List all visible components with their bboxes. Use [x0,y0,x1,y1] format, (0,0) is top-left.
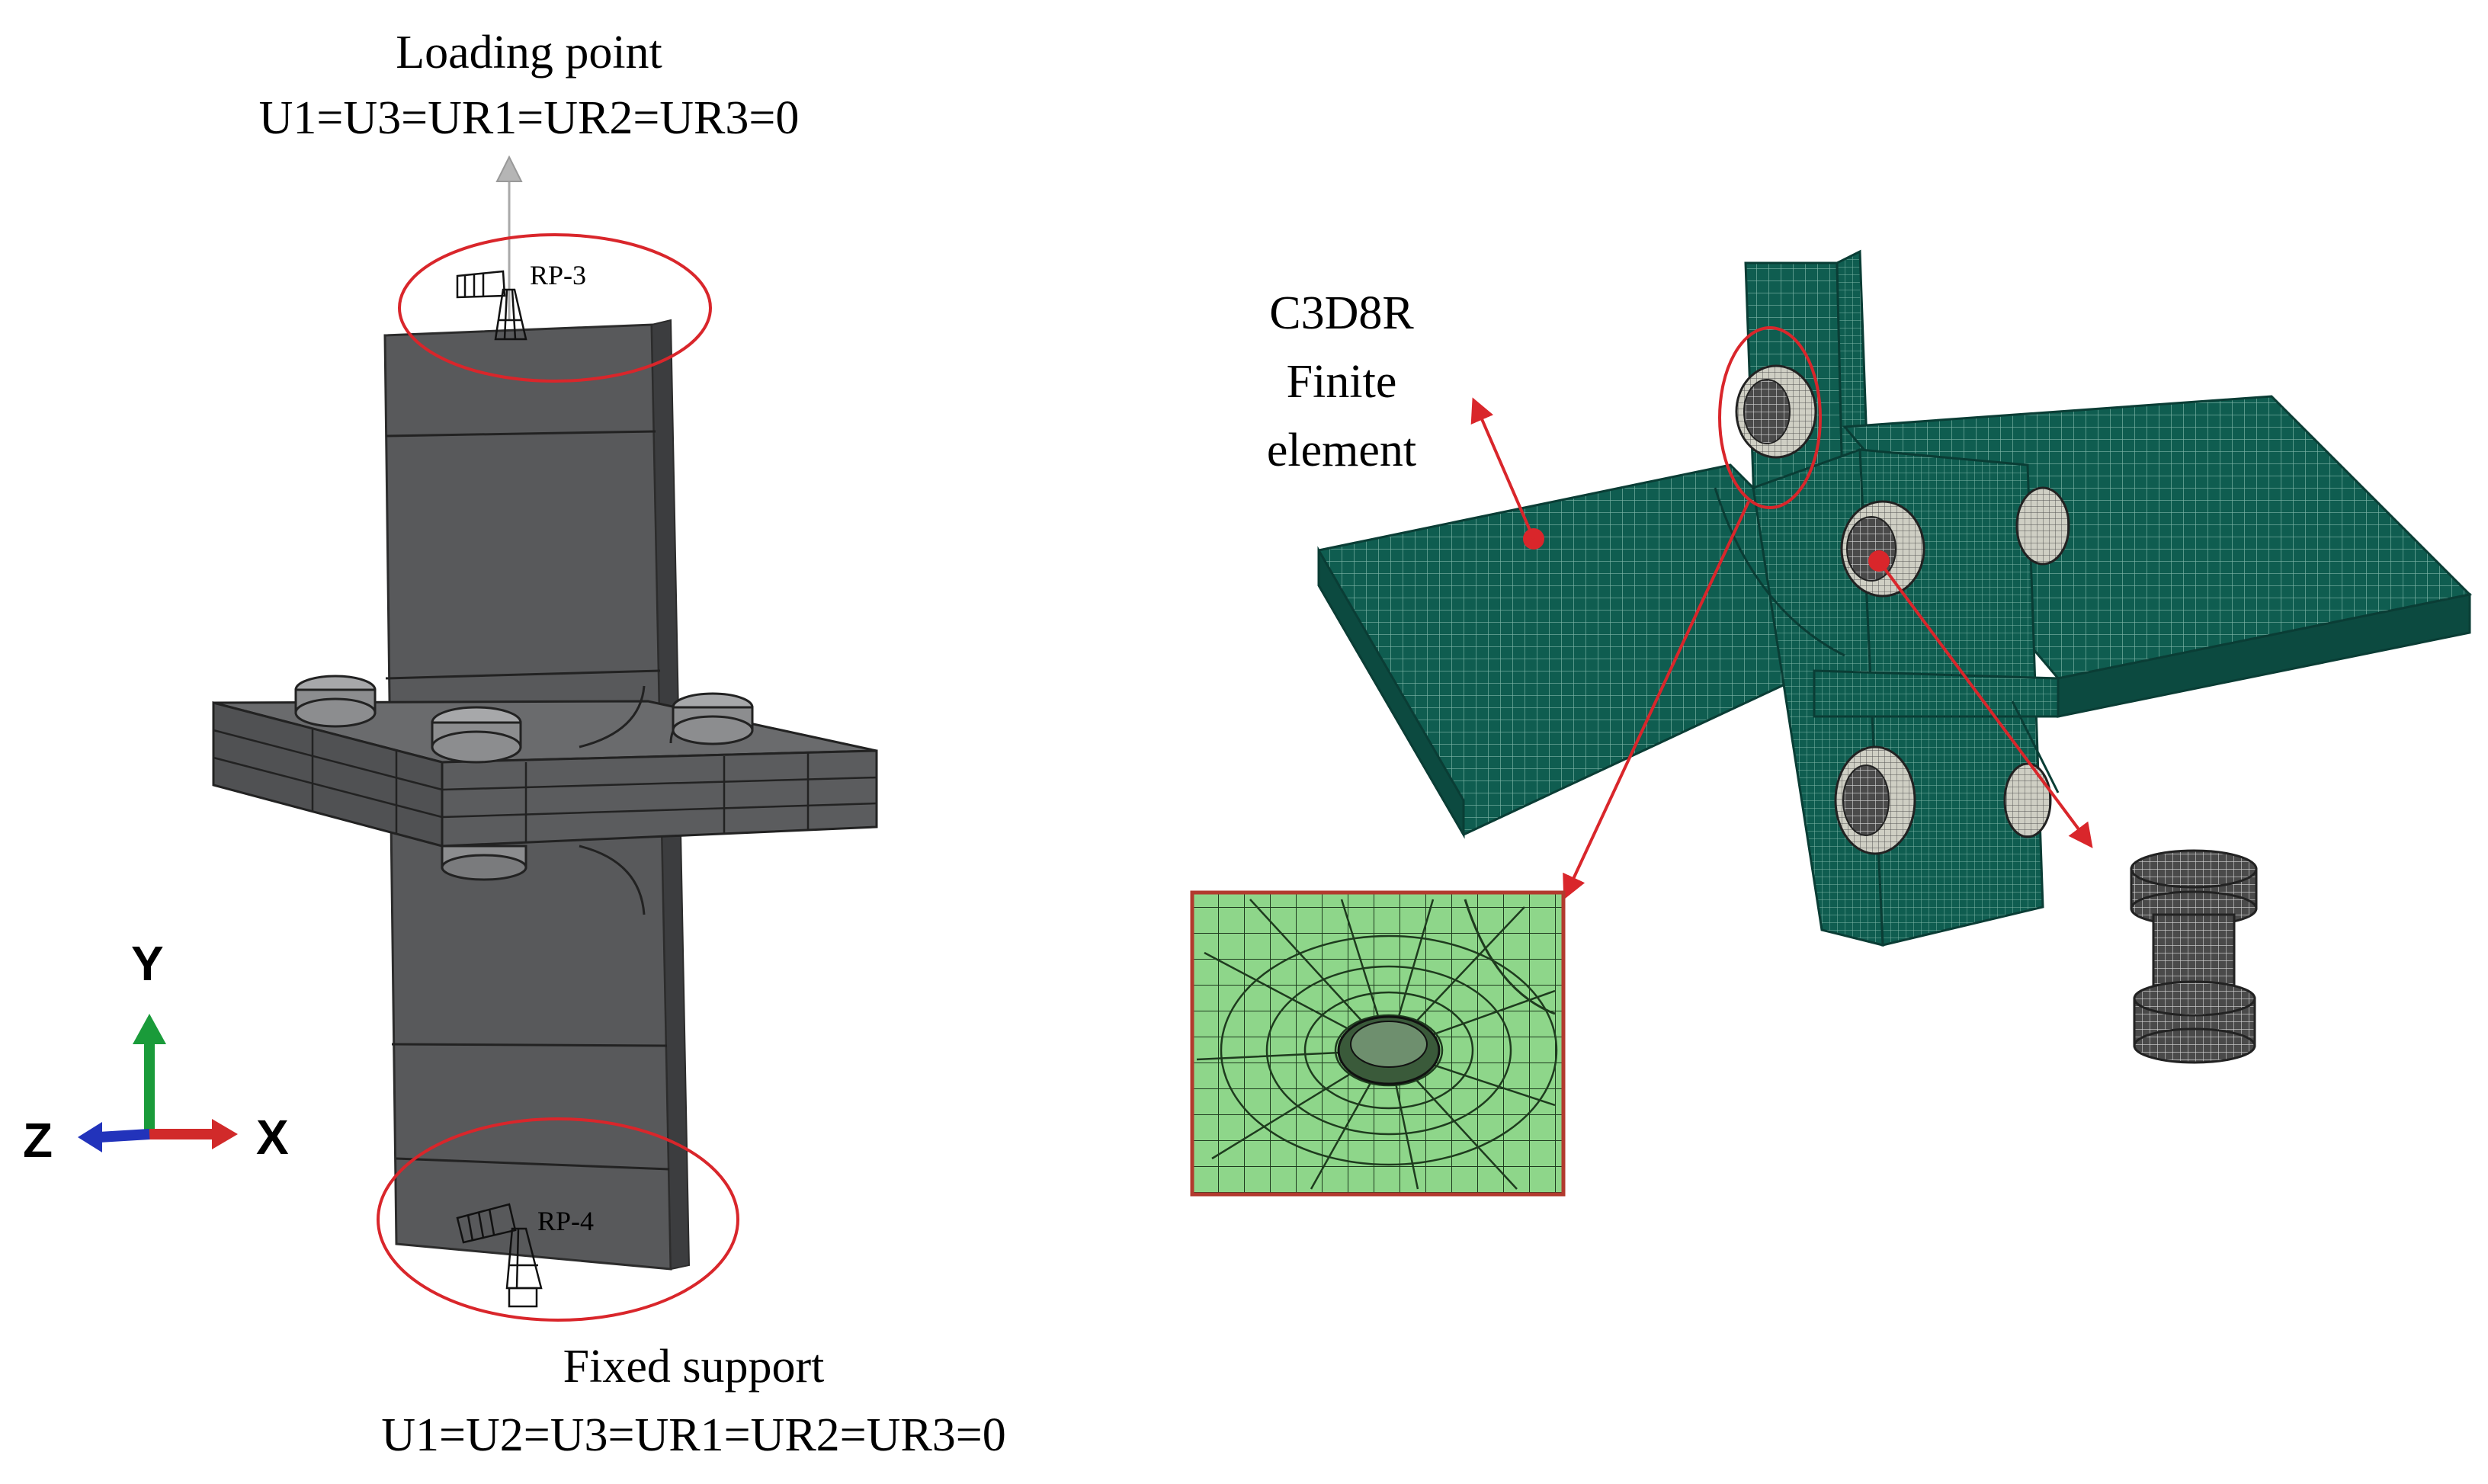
coordinate-axes [78,1014,238,1152]
loading-point-condition: U1=U3=UR1=UR2=UR3=0 [258,92,800,144]
rp3-label: RP-3 [530,260,587,290]
mesh-detail-inset [1190,890,1566,1197]
fixed-support-condition: U1=U2=U3=UR1=UR2=UR3=0 [381,1409,1006,1461]
mesh-bolts [1735,364,2070,855]
bolt-hole-highlight [1718,326,1822,509]
element-label-line1: C3D8R [1269,287,1414,339]
rp4-label: RP-4 [537,1206,595,1236]
fixed-support-highlight [377,1117,739,1322]
element-label-line2: Finite [1286,356,1397,408]
element-label-line3: element [1266,425,1417,476]
right-mesh-model [1317,249,2473,1064]
rp3-symbol [456,155,527,341]
axis-x-label: X [256,1110,289,1165]
left-steel-model [212,155,878,1322]
isolated-bolt [2130,849,2258,1064]
flange-right [441,749,878,848]
axis-y-label: Y [131,936,164,991]
axis-z-label: Z [23,1113,53,1168]
loading-point-highlight [398,233,712,383]
fixed-support-title: Fixed support [563,1341,825,1393]
loading-point-title: Loading point [396,27,662,79]
rp4-symbol [456,1203,543,1308]
bolt-heads-left [294,675,754,881]
